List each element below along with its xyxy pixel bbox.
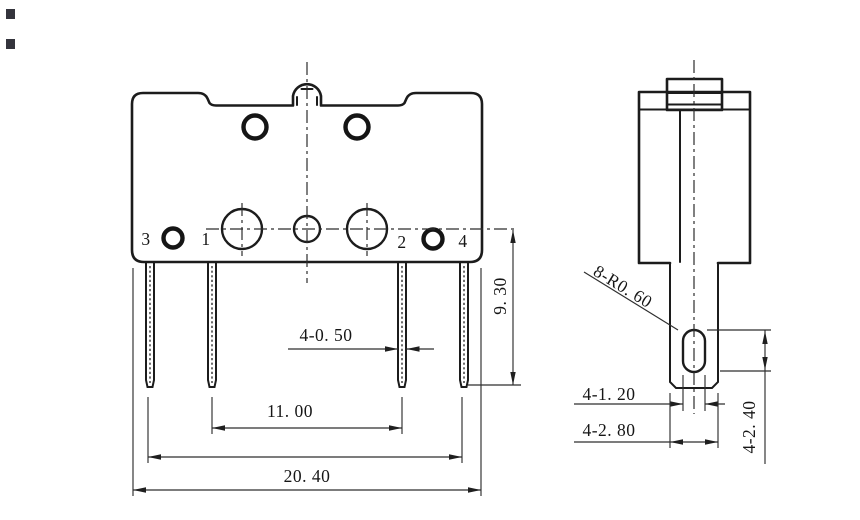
dim-pin-pitch: 11. 00: [211, 397, 403, 434]
page-artifact-bullet: [6, 39, 15, 49]
dim-terminal-thickness: 4-0. 50: [288, 325, 434, 352]
pin-label-1: 1: [201, 229, 210, 249]
dim-terminal-width: 4-2. 80: [574, 393, 719, 448]
dim-text-pin-length: 9. 30: [490, 277, 510, 315]
side-view: 8-R0. 60 4-1. 20 4-2. 80: [574, 60, 771, 464]
top-hole-left: [241, 113, 269, 141]
dim-outer-pins: [147, 397, 463, 463]
page-artifact-bullet: [6, 9, 15, 19]
side-pin-terminal: [669, 262, 719, 389]
dim-text-slot-radius: 8-R0. 60: [590, 261, 656, 312]
dim-slot-width: 4-1. 20: [574, 375, 725, 411]
pin-label-3: 3: [141, 229, 150, 249]
pin-terminal-2: [397, 261, 407, 388]
dim-text-slot-width: 4-1. 20: [582, 384, 635, 404]
pin-terminal-3: [145, 261, 155, 388]
switch-body-outline: [130, 82, 484, 264]
dim-pin-length: 9. 30: [468, 230, 521, 386]
dim-text-overall-width: 20. 40: [284, 466, 331, 486]
dim-slot-radius: 8-R0. 60: [583, 261, 679, 331]
pin-terminal-1: [207, 261, 217, 388]
dim-text-terminal-thickness: 4-0. 50: [299, 325, 352, 345]
page-artifacts: [6, 9, 15, 49]
side-hole-right: [421, 227, 445, 251]
front-view: 3 1 2 4 9. 30 4-0. 50 11. 00: [130, 62, 521, 496]
pin-label-4: 4: [458, 231, 467, 251]
pin-terminal-4: [459, 261, 469, 388]
dim-text-pin-pitch: 11. 00: [267, 401, 313, 421]
dim-slot-length: 4-2. 40: [707, 329, 771, 464]
dim-text-terminal-width: 4-2. 80: [582, 420, 635, 440]
dim-text-slot-length: 4-2. 40: [739, 400, 759, 453]
side-hole-left: [161, 226, 185, 250]
pin-label-2: 2: [397, 232, 406, 252]
dim-overall-width: 20. 40: [132, 268, 482, 496]
top-hole-right: [343, 113, 371, 141]
